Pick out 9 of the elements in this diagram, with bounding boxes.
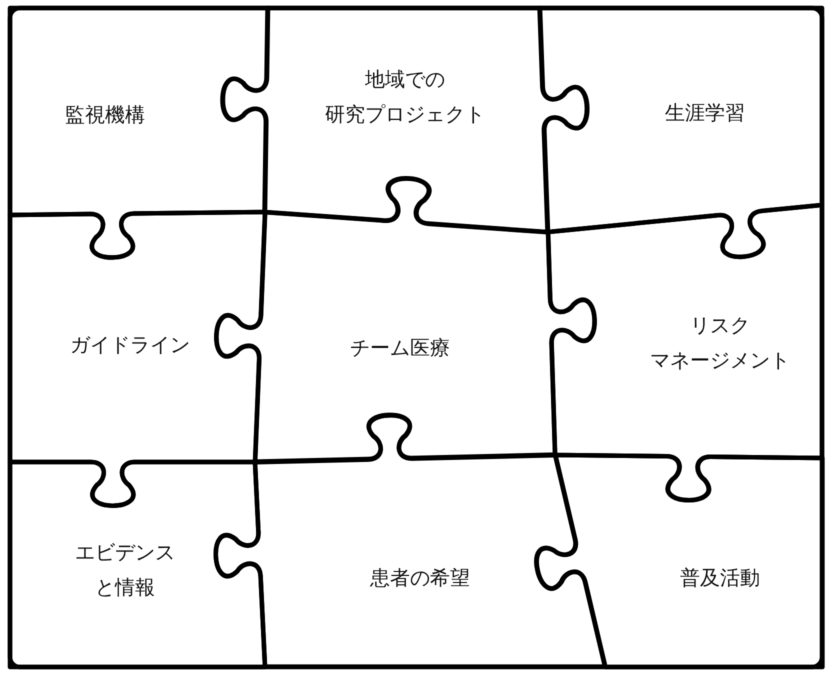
piece-label: ガイドライン (70, 332, 190, 358)
piece-label: 生涯学習 (665, 100, 745, 126)
piece-label: リスクマネージメント (650, 312, 790, 374)
piece-label: 普及活動 (680, 564, 760, 592)
piece-label: 患者の希望 (370, 564, 470, 592)
piece-label: チーム医療 (350, 334, 450, 362)
piece-label: 監視機構 (65, 102, 145, 128)
piece-label: 地域での研究プロジェクト (324, 66, 485, 128)
piece-label: エビデンスと情報 (75, 539, 175, 601)
